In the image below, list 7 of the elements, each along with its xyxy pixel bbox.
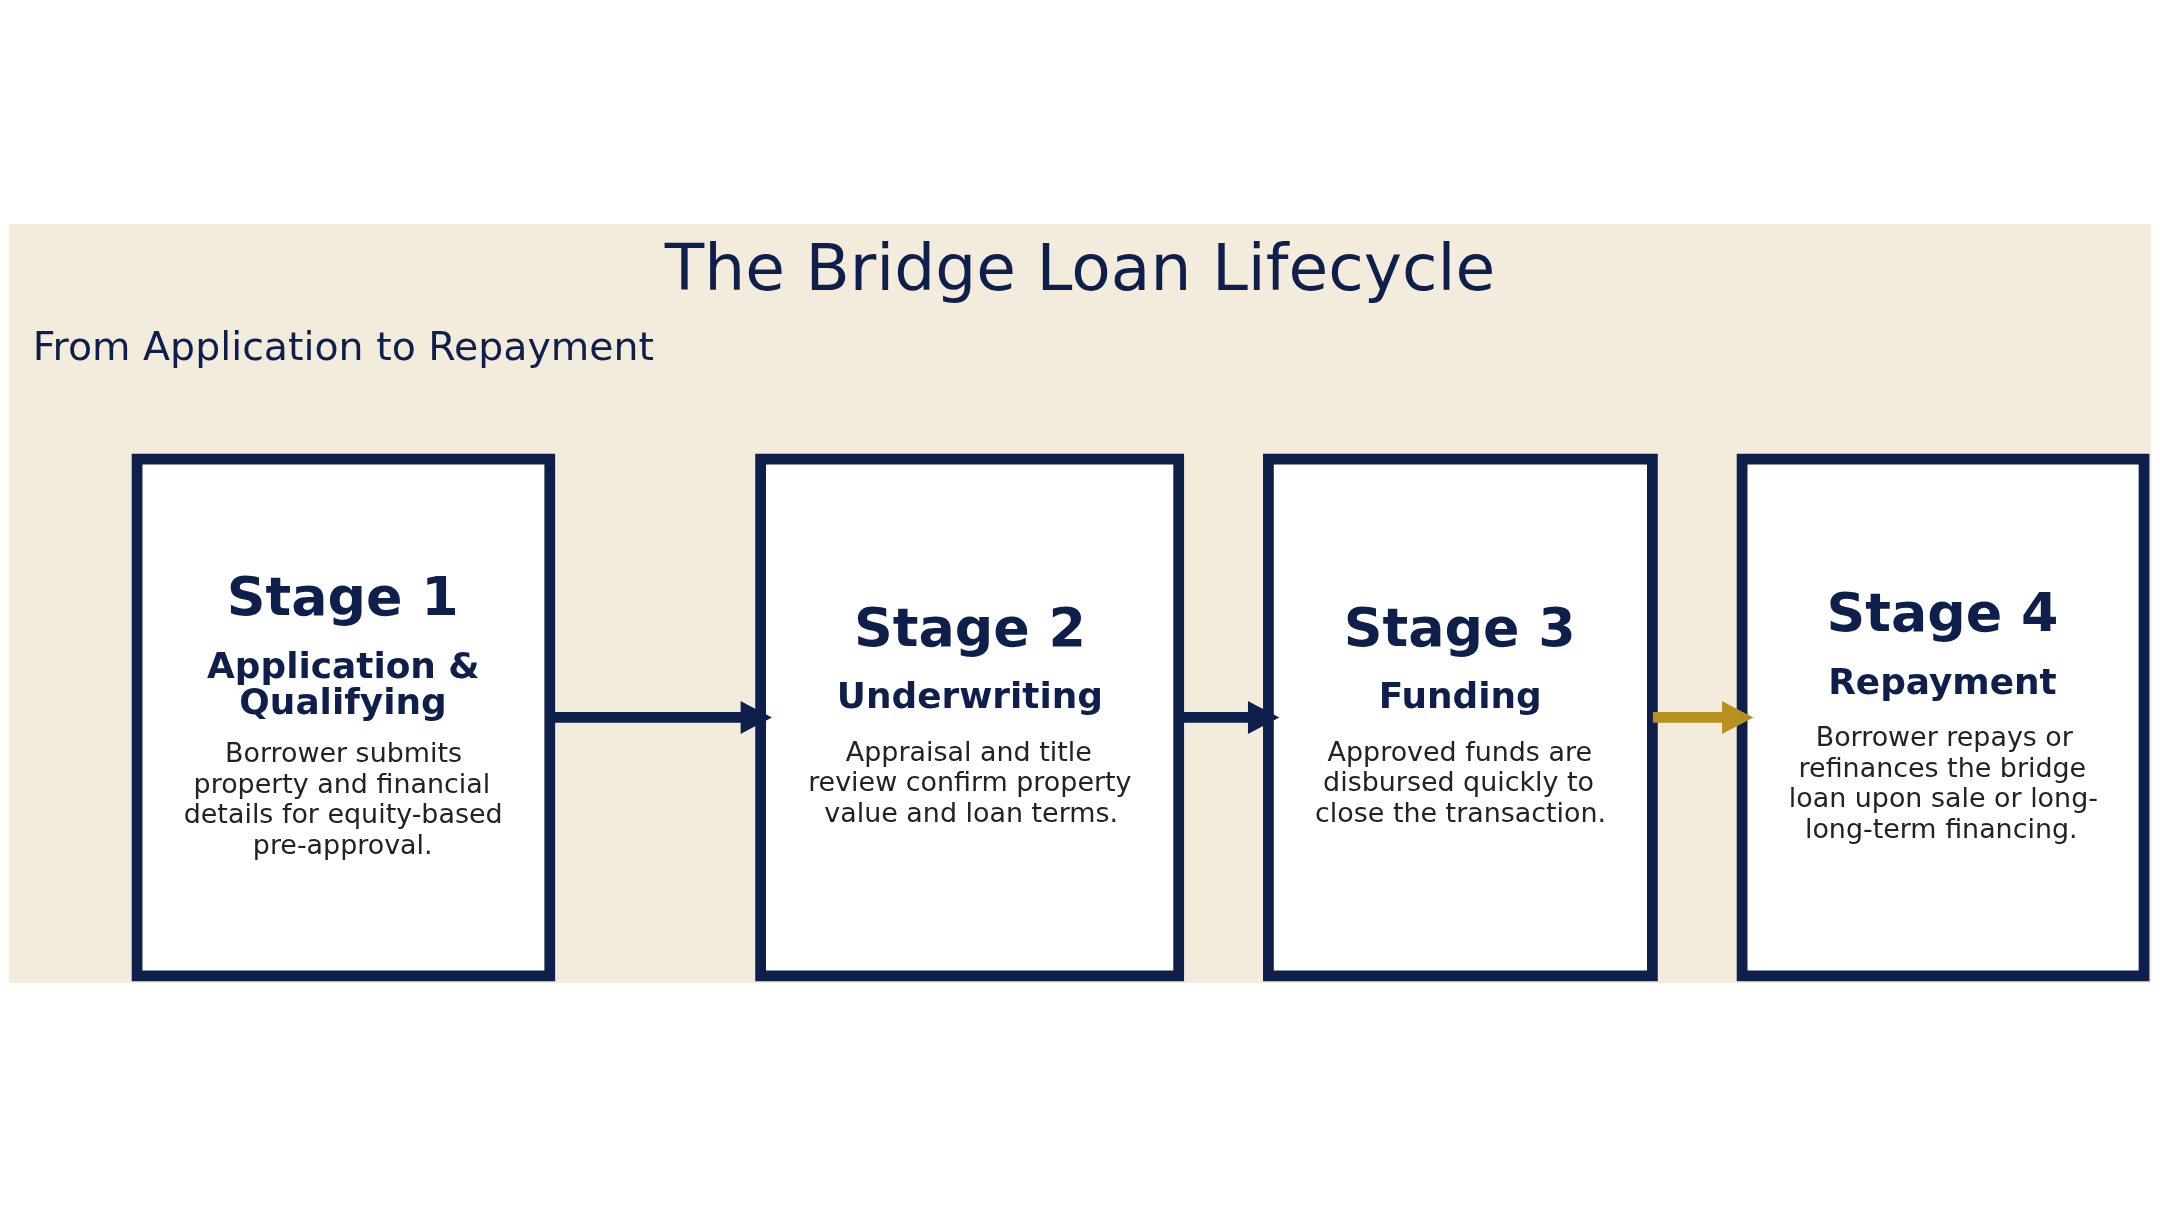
diagram-title: The Bridge Loan Lifecycle — [664, 229, 1496, 305]
node-box: Stage 3 Funding Approved funds are disbursed quickly to close the transaction. — [1263, 453, 1658, 981]
node-box: Stage 4 Repayment Borrower repays or refinances the bridge loan upon sale or long- long-term financing. — [1736, 453, 2150, 981]
node-box: Stage 1 Application & Qualifying Borrower submits property and financial details for equity-based pre-approval. — [131, 453, 556, 981]
arrow — [1652, 700, 1754, 734]
node-box: Stage 2 Underwriting Appraisal and title review confirm property value and loan terms. — [755, 453, 1185, 981]
label: From Application to Repayment — [32, 322, 655, 369]
